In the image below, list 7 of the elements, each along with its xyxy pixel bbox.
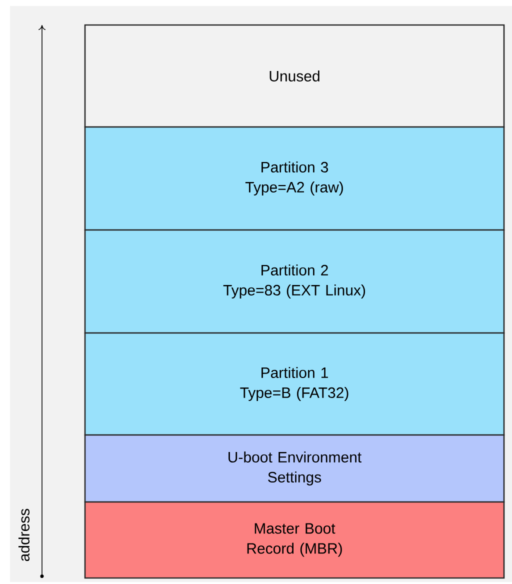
memory-region-box: U-boot Environment Settings: [84, 434, 505, 503]
partition-box: Partition 1 Type=B (FAT32): [84, 332, 505, 436]
partition-box: Partition 3 Type=A2 (raw): [84, 126, 505, 231]
memory-region-box: Master Boot Record (MBR): [84, 501, 505, 579]
partition-box: Partition 2 Type=83 (EXT Linux): [84, 229, 505, 334]
memory-region-box: Unused: [84, 24, 505, 128]
axis-label: address: [18, 508, 30, 562]
